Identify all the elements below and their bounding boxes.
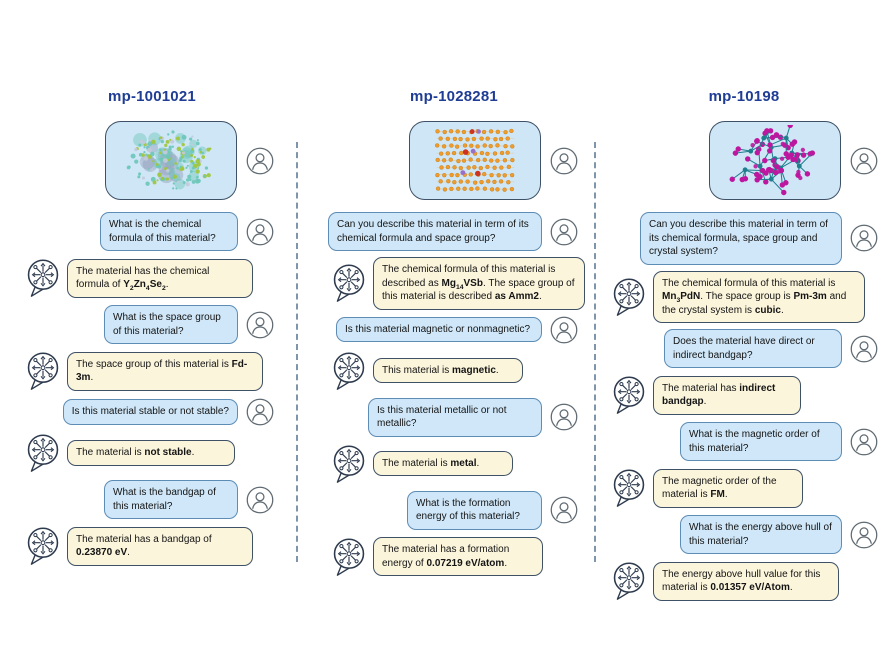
user-message-bubble: Is this material stable or not stable? — [62, 399, 238, 425]
chat-row: The chemical formula of this material is… — [330, 257, 585, 310]
assistant-bot-icon — [330, 350, 368, 392]
crystal-structure-image — [126, 130, 212, 190]
chat-row: Can you describe this material in term o… — [610, 212, 878, 265]
user-avatar-icon — [850, 428, 878, 456]
chat-row: The energy above hull value for this mat… — [610, 560, 878, 602]
chat-row: The chemical formula of this material is… — [610, 270, 878, 323]
user-message-bubble: What is the energy above hull of this ma… — [680, 515, 842, 554]
assistant-bot-icon — [610, 560, 648, 602]
column-divider — [594, 142, 596, 562]
assistant-bot-icon — [24, 525, 62, 567]
assistant-message-bubble: The space group of this material is Fd-3… — [67, 351, 263, 391]
assistant-message-bubble: This material is magnetic. — [373, 357, 523, 384]
crystal-structure-image — [435, 128, 515, 192]
crystal-card-row — [24, 121, 280, 200]
material-column-3: mp-10198 Can you describe this material … — [610, 88, 878, 608]
user-avatar-icon — [850, 224, 878, 252]
chat-row: This material is magnetic. — [330, 350, 578, 392]
assistant-message-bubble: The material is not stable. — [67, 440, 235, 466]
material-id-title: mp-1001021 — [108, 88, 196, 105]
user-message-bubble: Can you describe this material in term o… — [640, 212, 842, 265]
material-column-2: mp-1028281 Can you describe this materia… — [328, 88, 585, 584]
assistant-bot-icon — [330, 536, 368, 578]
assistant-message-bubble: The magnetic order of the material is FM… — [653, 468, 803, 508]
assistant-message-bubble: The energy above hull value for this mat… — [653, 561, 839, 601]
user-message-bubble: Is this material metallic or not metalli… — [368, 397, 542, 437]
user-avatar-icon — [246, 311, 274, 339]
chat-row: What is the space group of this material… — [24, 305, 280, 344]
chat-row: The material has the chemical formula of… — [24, 257, 280, 299]
user-message-bubble: What is the magnetic order of this mater… — [680, 422, 842, 461]
user-avatar-icon — [550, 147, 578, 175]
assistant-bot-icon — [24, 350, 62, 392]
assistant-bot-icon — [610, 467, 648, 509]
user-avatar-icon — [850, 335, 878, 363]
crystal-structure-card — [105, 121, 237, 200]
user-avatar-icon — [550, 218, 578, 246]
crystal-card-row — [330, 121, 578, 200]
chat-row: The material is not stable. — [24, 432, 280, 474]
assistant-message-bubble: The material has indirect bandgap. — [653, 375, 801, 415]
user-message-bubble: Can you describe this material in term o… — [328, 212, 542, 251]
user-avatar-icon — [550, 496, 578, 524]
user-message-bubble: What is the space group of this material… — [104, 305, 238, 344]
chat-row: Does the material have direct or indirec… — [610, 329, 878, 368]
assistant-message-bubble: The material is metal. — [373, 450, 513, 477]
column-divider — [296, 142, 298, 562]
material-column-1: mp-1001021 What is the chemical formula … — [24, 88, 280, 573]
user-message-bubble: Is this material magnetic or nonmagnetic… — [336, 316, 542, 343]
user-message-bubble: Does the material have direct or indirec… — [664, 329, 842, 368]
chat-row: What is the magnetic order of this mater… — [610, 422, 878, 461]
crystal-structure-card — [409, 121, 541, 200]
chat-row: Is this material stable or not stable? — [24, 398, 280, 426]
assistant-message-bubble: The material has a bandgap of 0.23870 eV… — [67, 526, 253, 566]
user-avatar-icon — [246, 147, 274, 175]
assistant-bot-icon — [330, 262, 368, 304]
user-avatar-icon — [246, 218, 274, 246]
assistant-bot-icon — [610, 374, 648, 416]
assistant-bot-icon — [24, 432, 62, 474]
assistant-bot-icon — [330, 443, 368, 485]
assistant-message-bubble: The material has the chemical formula of… — [67, 258, 253, 298]
assistant-message-bubble: The chemical formula of this material is… — [373, 257, 585, 310]
user-avatar-icon — [850, 521, 878, 549]
crystal-card-row — [610, 121, 878, 200]
user-avatar-icon — [850, 147, 878, 175]
chat-row: The material is metal. — [330, 443, 578, 485]
chat-row: Is this material magnetic or nonmagnetic… — [330, 316, 578, 344]
user-message-bubble: What is the chemical formula of this mat… — [100, 212, 238, 251]
chat-row: What is the chemical formula of this mat… — [24, 212, 280, 251]
chat-row: The material has a bandgap of 0.23870 eV… — [24, 525, 280, 567]
assistant-message-bubble: The material has a formation energy of 0… — [373, 537, 543, 576]
chat-row: What is the energy above hull of this ma… — [610, 515, 878, 554]
chat-row: The material has a formation energy of 0… — [330, 536, 578, 578]
crystal-structure-image — [729, 125, 816, 196]
material-id-title: mp-1028281 — [410, 88, 498, 105]
user-message-bubble: What is the bandgap of this material? — [104, 480, 238, 519]
user-avatar-icon — [550, 403, 578, 431]
user-avatar-icon — [246, 398, 274, 426]
chat-row: What is the formation energy of this mat… — [330, 490, 578, 530]
assistant-bot-icon — [610, 276, 648, 318]
user-avatar-icon — [246, 486, 274, 514]
chat-row: The magnetic order of the material is FM… — [610, 467, 878, 509]
material-id-title: mp-10198 — [708, 88, 780, 105]
chat-row: The material has indirect bandgap. — [610, 374, 878, 416]
assistant-bot-icon — [24, 257, 62, 299]
chat-row: What is the bandgap of this material? — [24, 480, 280, 519]
chat-row: Is this material metallic or not metalli… — [330, 397, 578, 437]
chat-row: Can you describe this material in term o… — [328, 212, 578, 251]
user-message-bubble: What is the formation energy of this mat… — [407, 490, 542, 530]
chat-row: The space group of this material is Fd-3… — [24, 350, 280, 392]
crystal-structure-card — [709, 121, 841, 200]
user-avatar-icon — [550, 316, 578, 344]
assistant-message-bubble: The chemical formula of this material is… — [653, 270, 865, 323]
